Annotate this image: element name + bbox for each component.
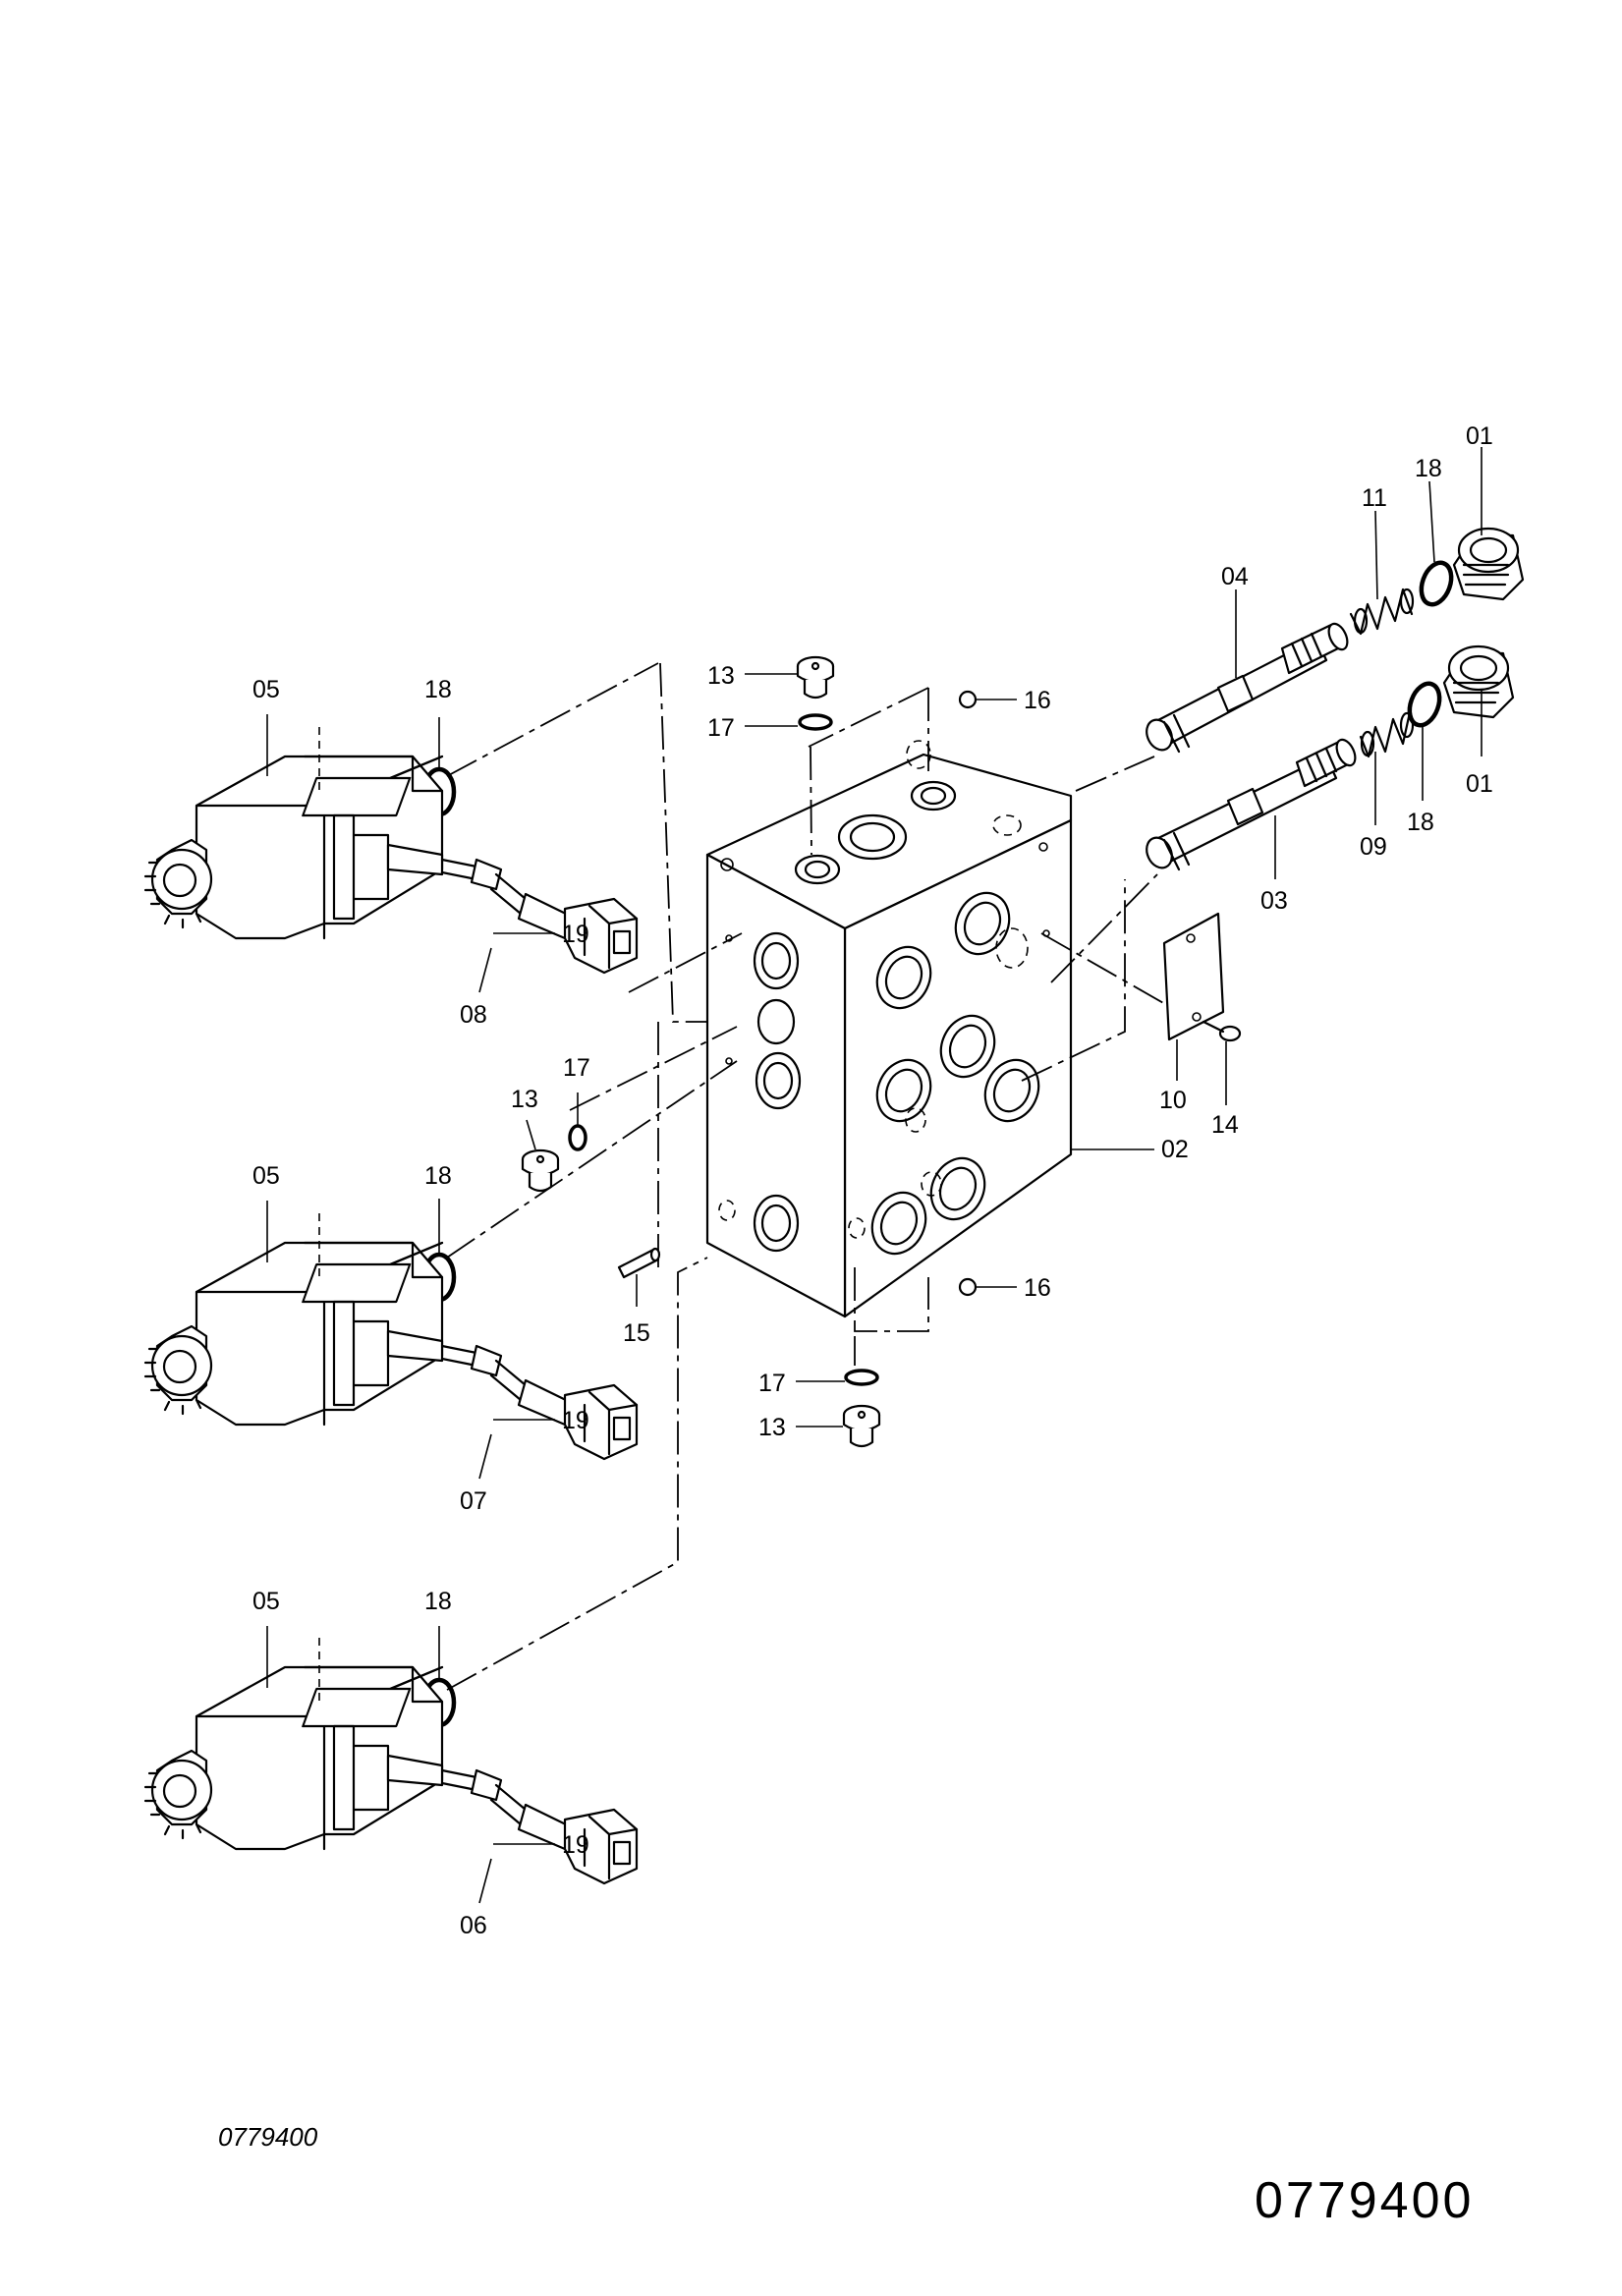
callout-04: 04: [1221, 563, 1249, 590]
leader-lines: [266, 447, 1482, 1904]
callout-05-lower: 05: [252, 1588, 280, 1615]
callout-05-middle: 05: [252, 1162, 280, 1190]
callout-10: 10: [1159, 1087, 1187, 1114]
callout-13-top: 13: [707, 662, 735, 690]
valve-block: [705, 740, 1073, 1318]
callout-17-top: 17: [707, 714, 735, 742]
o-ring-17-top: [798, 713, 833, 731]
callout-01-lower: 01: [1466, 770, 1493, 798]
spool-04: [1146, 622, 1349, 754]
plug-13-middle: [521, 1148, 560, 1193]
callout-17-bottom: 17: [758, 1370, 786, 1397]
ball-16-bottom: [958, 1277, 978, 1297]
callout-13-bottom: 13: [758, 1414, 786, 1441]
spring-09: [1359, 710, 1415, 758]
callout-16-top: 16: [1024, 687, 1051, 714]
plug-13-top: [796, 655, 835, 700]
callout-18-solenoid-2: 18: [424, 1162, 452, 1190]
callout-17-middle: 17: [563, 1054, 590, 1082]
drawing-number-large: 0779400: [1255, 2172, 1475, 2229]
callout-01-upper: 01: [1466, 422, 1493, 450]
drawing-number-small: 0779400: [218, 2122, 318, 2152]
callout-19-lower: 19: [562, 1831, 589, 1859]
callout-13-middle: 13: [511, 1086, 538, 1113]
callout-07: 07: [460, 1487, 487, 1515]
plug-01-lower: [1442, 644, 1515, 719]
callout-06: 06: [460, 1912, 487, 1939]
callout-14: 14: [1211, 1111, 1239, 1139]
callout-labels: 01 01 18 18 11 09 04 03 10 14 02 13 17 1…: [252, 422, 1493, 1939]
callout-19-middle: 19: [562, 1407, 589, 1434]
screw-14: [1202, 1020, 1242, 1042]
spring-11: [1349, 588, 1415, 636]
callout-18-upper-right: 18: [1415, 455, 1442, 482]
o-ring-18-lower-right: [1407, 681, 1442, 728]
callout-18-solenoid-1: 18: [424, 676, 452, 703]
callout-15: 15: [623, 1319, 650, 1347]
callout-08: 08: [460, 1001, 487, 1029]
spool-03: [1146, 738, 1357, 871]
plate-10: [1162, 912, 1225, 1041]
pin-15: [617, 1247, 661, 1279]
callout-18-lower-right: 18: [1407, 809, 1434, 836]
plug-01-upper: [1452, 527, 1525, 601]
callout-19-upper: 19: [562, 921, 589, 948]
callout-16-bottom: 16: [1024, 1274, 1051, 1302]
plug-13-bottom: [842, 1404, 881, 1448]
o-ring-18-upper-right: [1419, 560, 1454, 607]
callout-09: 09: [1360, 833, 1387, 861]
callout-18-solenoid-3: 18: [424, 1588, 452, 1615]
o-ring-17-bottom: [844, 1369, 879, 1386]
ball-16-top: [958, 690, 978, 709]
o-ring-17-middle: [568, 1124, 587, 1151]
callout-05-upper: 05: [252, 676, 280, 703]
callout-11: 11: [1362, 484, 1387, 512]
callout-03: 03: [1260, 887, 1288, 915]
assembly-lines: [446, 662, 1180, 1691]
callout-02: 02: [1161, 1136, 1189, 1163]
